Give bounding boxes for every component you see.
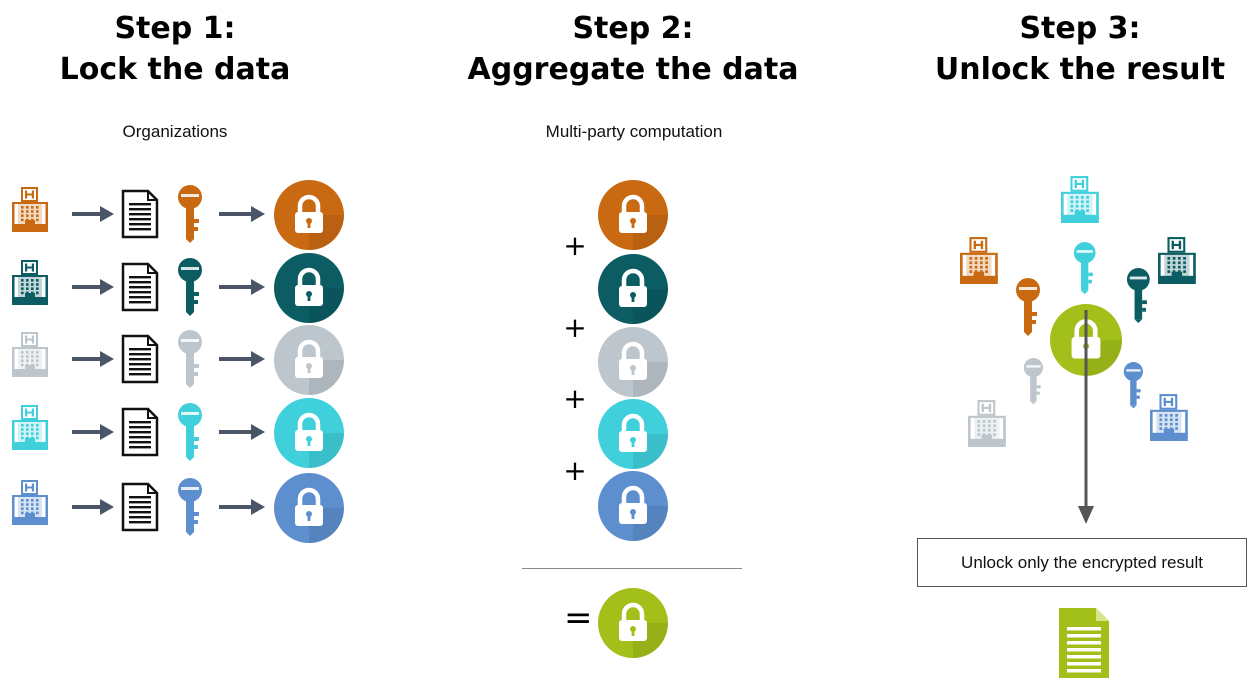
- lock-icon: [598, 399, 668, 474]
- key-icon: [1126, 268, 1151, 328]
- lock-icon: [274, 180, 344, 255]
- arrow-icon: [219, 279, 265, 300]
- plus-sign: +: [563, 454, 587, 487]
- arrow-icon: [72, 351, 114, 372]
- plus-sign: +: [563, 311, 587, 344]
- key-icon: [1123, 362, 1144, 413]
- result-lock-icon: [598, 588, 668, 663]
- lock-icon: [274, 253, 344, 328]
- step-2-number: Step 2:: [572, 11, 694, 46]
- mpc-caption: Multi-party computation: [545, 122, 723, 141]
- step-2-title: Aggregate the data: [467, 52, 799, 87]
- arrow-icon: [219, 206, 265, 227]
- unlock-result-box: Unlock only the encrypted result: [917, 538, 1247, 587]
- arrow-icon: [219, 424, 265, 445]
- arrow-icon: [219, 499, 265, 520]
- document-icon: [1056, 605, 1112, 686]
- hospital-building-icon: [12, 259, 48, 310]
- hospital-building-icon: [12, 404, 48, 455]
- lock-icon: [274, 473, 344, 548]
- step-1-heading: Step 1: Lock the data: [0, 8, 355, 90]
- step-1-title: Lock the data: [59, 52, 291, 87]
- key-icon: [177, 403, 203, 466]
- document-icon: [120, 334, 160, 389]
- key-icon: [1073, 242, 1096, 299]
- plus-sign: +: [563, 382, 587, 415]
- key-icon: [177, 478, 203, 541]
- lock-icon: [598, 254, 668, 329]
- arrow-icon: [72, 206, 114, 227]
- step-3-heading: Step 3: Unlock the result: [900, 8, 1249, 90]
- hospital-building-icon: [1150, 393, 1188, 446]
- equals-sign: =: [564, 598, 593, 638]
- hospital-building-icon: [12, 186, 48, 237]
- sum-divider: [522, 568, 742, 569]
- arrow-icon: [219, 351, 265, 372]
- step-2-heading: Step 2: Aggregate the data: [453, 8, 813, 90]
- step-3-title: Unlock the result: [934, 52, 1226, 87]
- document-icon: [120, 407, 160, 462]
- lock-icon: [598, 471, 668, 546]
- key-icon: [177, 258, 203, 321]
- key-icon: [177, 330, 203, 393]
- plus-sign: +: [563, 229, 587, 262]
- hospital-building-icon: [960, 236, 998, 289]
- arrow-icon: [72, 499, 114, 520]
- key-icon: [1015, 278, 1041, 341]
- hospital-building-icon: [12, 479, 48, 530]
- arrow-icon: [1076, 310, 1096, 535]
- lock-icon: [274, 398, 344, 473]
- key-icon: [1023, 358, 1044, 409]
- lock-icon: [274, 325, 344, 400]
- lock-icon: [598, 327, 668, 402]
- key-icon: [177, 185, 203, 248]
- organizations-caption: Organizations: [122, 122, 228, 141]
- arrow-icon: [72, 424, 114, 445]
- hospital-building-icon: [1158, 236, 1196, 289]
- document-icon: [120, 482, 160, 537]
- document-icon: [120, 262, 160, 317]
- step-1-number: Step 1:: [114, 11, 236, 46]
- hospital-building-icon: [12, 331, 48, 382]
- hospital-building-icon: [1061, 175, 1099, 228]
- hospital-building-icon: [968, 399, 1006, 452]
- step-3-number: Step 3:: [1019, 11, 1141, 46]
- document-icon: [120, 189, 160, 244]
- lock-icon: [598, 180, 668, 255]
- arrow-icon: [72, 279, 114, 300]
